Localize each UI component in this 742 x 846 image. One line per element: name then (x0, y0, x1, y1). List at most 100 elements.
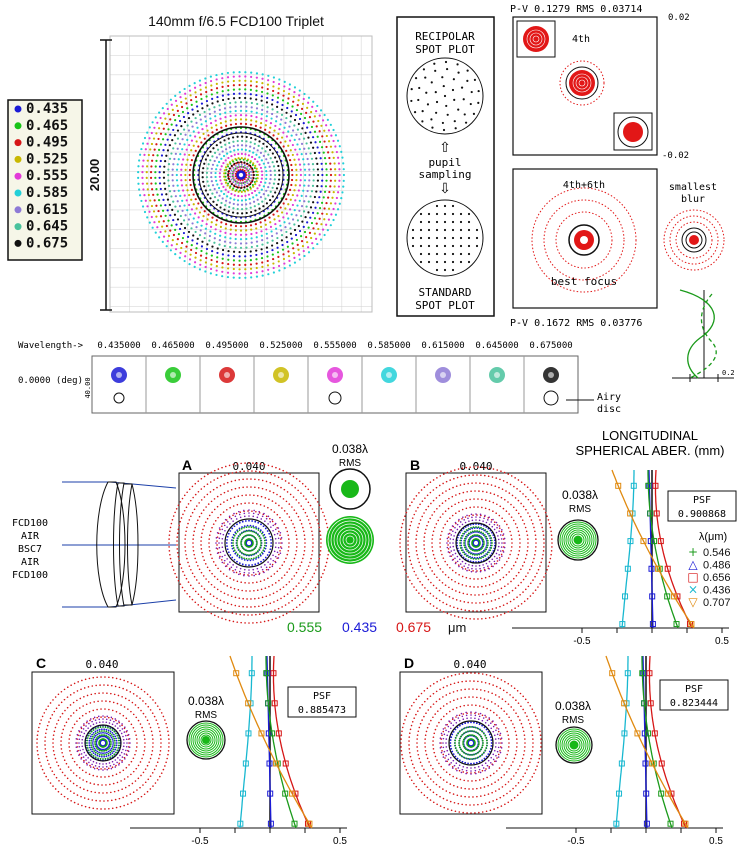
core-dot (237, 169, 240, 172)
green-ring-dot (259, 546, 262, 549)
purple-ring-dot (263, 571, 265, 574)
green-ring-dot (253, 526, 255, 529)
spot-dot (245, 237, 248, 241)
spot-dot (299, 234, 303, 238)
red-ring-dot (520, 581, 522, 584)
red-ring-dot (184, 546, 186, 548)
red-ring-dot (197, 604, 200, 606)
red-ring-dot (192, 538, 194, 540)
green-ring-dot (475, 526, 477, 528)
spot-dot (149, 176, 153, 179)
red-ring-dot (469, 498, 471, 501)
spot-dot (316, 168, 319, 171)
core-dot (227, 165, 230, 168)
green-ring-dot (244, 530, 247, 533)
green-ring-dot (249, 534, 252, 537)
green-ring-dot (240, 545, 243, 548)
blue-ring-dot (115, 742, 118, 744)
purple-ring-dot (495, 521, 498, 524)
spot-dot (174, 94, 177, 97)
spot-dot (185, 102, 188, 105)
red-ring-dot (72, 712, 75, 714)
legend-marker (14, 155, 22, 163)
green-ring-dot (256, 550, 259, 552)
pupil-dot (434, 69, 437, 72)
spot-dot (159, 143, 163, 146)
red-ring-dot (131, 701, 134, 704)
green-ring-dot (470, 526, 472, 529)
spot-dot (291, 129, 295, 132)
blue-ring-dot (93, 747, 96, 750)
blue-ring-dot (111, 746, 114, 748)
red-ring-dot (473, 618, 475, 620)
red-ring-dot (524, 557, 527, 560)
red-ring-dot (102, 692, 104, 694)
red-ring-dot (501, 488, 504, 490)
red-ring-dot (91, 685, 94, 687)
spot-dot (306, 241, 309, 244)
red-ring-dot (259, 503, 262, 506)
red-ring-dot (534, 589, 537, 591)
red-ring-dot (285, 471, 288, 474)
red-ring-dot (239, 470, 241, 473)
red-ring-dot (83, 724, 85, 727)
core-dot (237, 174, 239, 176)
green-ring-dot (99, 757, 102, 760)
spot-dot (307, 184, 310, 187)
spot-dot (247, 154, 251, 157)
red-ring-dot (160, 738, 162, 740)
green-ring-dot (476, 534, 479, 537)
spot-dot (255, 231, 258, 234)
green-ring-dot (90, 746, 93, 749)
spot-dot (200, 102, 204, 105)
red-ring-dot (477, 578, 479, 580)
spot-dot (188, 263, 191, 266)
red-ring-dot (293, 526, 296, 529)
spot-dot (252, 147, 256, 150)
curve-marker (688, 621, 695, 628)
green-ring-dot (473, 530, 476, 532)
purple-ring-dot (497, 549, 499, 551)
spot-dot (315, 190, 318, 193)
red-ring-dot (437, 519, 440, 522)
red-ring-dot (424, 587, 426, 589)
red-ring-dot (485, 593, 488, 595)
red-ring-dot (77, 681, 79, 683)
core-dot (239, 189, 242, 192)
red-ring-dot (39, 722, 41, 725)
red-ring-dot (507, 611, 510, 613)
spot-dot (298, 89, 301, 92)
green-ring-dot (470, 535, 472, 538)
red-ring-dot (108, 775, 110, 778)
red-ring-dot (101, 784, 103, 786)
red-ring-dot (418, 522, 420, 525)
pupil-dot (411, 244, 415, 248)
red-ring-dot (208, 569, 211, 572)
blue-ring-dot (257, 527, 260, 530)
red-ring-dot (302, 575, 305, 578)
curve-marker (267, 820, 274, 827)
red-ring-dot (524, 495, 527, 498)
spot-dot (303, 230, 307, 234)
red-ring-dot (96, 775, 98, 778)
spot-dot (308, 168, 311, 171)
spot-dot (229, 224, 233, 227)
red-ring-dot (285, 583, 288, 586)
blue-ring-dot (88, 739, 91, 742)
red-ring-dot (114, 685, 117, 688)
spot-dot (200, 206, 203, 209)
green-ring-dot (248, 526, 250, 528)
red-ring-dot (510, 516, 513, 518)
red-ring-dot (155, 719, 158, 721)
purple-ring-dot (475, 565, 477, 567)
red-ring-dot (519, 490, 521, 493)
red-ring-dot (40, 765, 42, 767)
spot-dot (312, 168, 315, 171)
spot-dot (190, 139, 194, 142)
red-ring-dot (455, 590, 457, 592)
red-ring-dot (537, 586, 539, 588)
spot-dot (261, 173, 264, 177)
red-ring-dot (90, 693, 93, 696)
red-ring-dot (271, 618, 274, 621)
spot-dot (238, 71, 241, 74)
